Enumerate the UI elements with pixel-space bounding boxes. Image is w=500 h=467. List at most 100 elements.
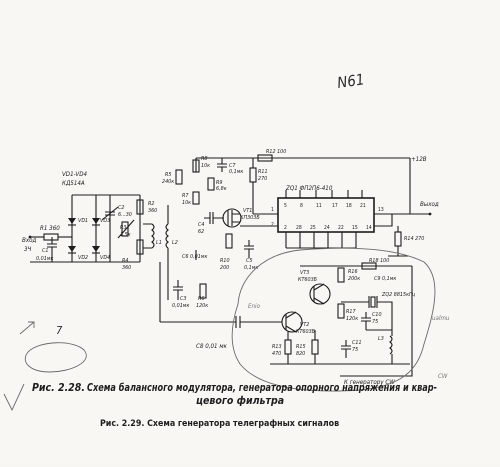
svg-text:360: 360 (148, 208, 157, 214)
svg-text:17: 17 (332, 203, 338, 209)
resistor-r15 (311, 339, 319, 355)
svg-text:6,8к: 6,8к (216, 186, 227, 192)
svg-text:2: 2 (284, 225, 287, 231)
pencil-outline (231, 247, 436, 392)
svg-text:R9: R9 (216, 180, 222, 186)
diode-vd3 (92, 218, 100, 226)
capacitor-c11 (341, 340, 351, 358)
svg-text:200к: 200к (348, 276, 360, 282)
resistor-r14 (394, 231, 402, 247)
crystal-filter-zq1 (277, 197, 375, 233)
svg-text:R18 100: R18 100 (369, 258, 389, 264)
svg-text:R2: R2 (148, 201, 154, 207)
svg-text:R13: R13 (272, 344, 282, 350)
capacitor-c1 (47, 237, 57, 262)
svg-text:11: 11 (316, 203, 322, 209)
capacitor-c10 (361, 312, 371, 330)
caption-fig-2-29: Рис. 2.29. Схема генератора телеграфных … (100, 419, 339, 429)
resistor-r18 (361, 262, 377, 270)
svg-text:VT3: VT3 (300, 270, 309, 276)
resistor-r17 (337, 303, 345, 319)
svg-text:24: 24 (324, 225, 330, 231)
capacitor-c2 (101, 206, 119, 221)
svg-text:0,1мк: 0,1мк (229, 169, 243, 175)
svg-text:820: 820 (296, 351, 305, 357)
svg-text:КП303Б: КП303Б (240, 215, 260, 221)
svg-text:R16: R16 (348, 269, 358, 275)
output-label: Выход (420, 201, 439, 208)
svg-text:C3: C3 (180, 296, 186, 302)
inductor-l3 (389, 335, 393, 355)
svg-text:VD3: VD3 (100, 218, 110, 224)
svg-text:VT2: VT2 (300, 322, 309, 328)
c8-label: C8 0,01 мк (196, 343, 228, 350)
resistor-r13 (284, 339, 292, 355)
diode-vd2 (68, 246, 76, 254)
svg-text:5: 5 (284, 203, 287, 209)
svg-text:C4: C4 (198, 222, 204, 228)
svg-text:7: 7 (56, 324, 63, 337)
svg-text:ualmu: ualmu (432, 315, 450, 322)
svg-text:0,01мк: 0,01мк (36, 256, 53, 262)
supply-label: +12В (411, 156, 427, 163)
resistor-r10 (225, 233, 233, 249)
pencil-circle (24, 342, 87, 373)
svg-text:25: 25 (310, 225, 316, 231)
capacitor-c8 (160, 316, 282, 328)
pencil-checkmark (3, 383, 25, 412)
transistor-vt1 (222, 208, 242, 228)
svg-text:2: 2 (271, 222, 274, 228)
crystal-zq2 (366, 296, 380, 308)
svg-text:75: 75 (372, 319, 378, 325)
caption-fig-2-28-line2: цевого фильтра (196, 395, 284, 407)
svg-text:L2: L2 (172, 240, 178, 246)
svg-text:C11: C11 (352, 340, 362, 346)
svg-text:L1: L1 (156, 240, 162, 246)
svg-text:R6: R6 (198, 296, 204, 302)
svg-text:R7: R7 (182, 193, 189, 199)
svg-text:ZQ2 8815кГц: ZQ2 8815кГц (381, 292, 416, 298)
svg-text:R8: R8 (201, 156, 207, 162)
svg-text:360: 360 (122, 265, 131, 271)
input-freq-label: 3Ч (24, 246, 32, 253)
svg-text:КТ603Б: КТ603Б (296, 329, 316, 335)
pencil-arrow (19, 321, 35, 335)
svg-text:R5: R5 (165, 172, 171, 178)
inductor-l2 (165, 223, 169, 249)
transistor-vt3 (309, 283, 331, 305)
capacitor-c5 (244, 240, 254, 258)
capacitor-c7 (217, 158, 227, 172)
svg-text:13: 13 (378, 207, 384, 213)
resistor-r9 (207, 177, 215, 191)
resistor-r2 (136, 199, 144, 215)
svg-text:120к: 120к (346, 316, 358, 322)
capacitor-c3 (173, 280, 183, 300)
svg-text:10к: 10к (182, 200, 191, 206)
svg-text:VT1: VT1 (243, 208, 252, 214)
svg-text:14: 14 (366, 225, 372, 231)
r1-label: R1 360 (40, 225, 60, 232)
caption-fig-2-28-prefix: Рис. 2.28. (32, 382, 85, 394)
svg-text:C7: C7 (229, 163, 236, 169)
svg-text:Enio: Enio (248, 303, 261, 310)
svg-text:28: 28 (296, 225, 302, 231)
svg-text:1: 1 (271, 207, 274, 213)
inductor-l1 (151, 223, 155, 249)
c9-label: C9 0,1мк (374, 276, 396, 282)
handwritten-page-number: N61 (336, 70, 366, 92)
resistor-r16 (337, 267, 345, 283)
svg-text:75: 75 (352, 347, 358, 353)
svg-text:C1: C1 (42, 248, 48, 254)
svg-text:62: 62 (198, 229, 204, 235)
svg-text:R11: R11 (258, 169, 268, 175)
svg-text:18: 18 (346, 203, 352, 209)
svg-text:R17: R17 (346, 309, 356, 315)
svg-text:0,1мк: 0,1мк (244, 265, 258, 271)
svg-text:VD2: VD2 (78, 255, 88, 261)
resistor-r3 (121, 221, 129, 237)
input-label: Вход (22, 237, 37, 244)
svg-text:8: 8 (300, 203, 303, 209)
transistor-vt2 (281, 311, 303, 333)
svg-text:15: 15 (352, 225, 358, 231)
